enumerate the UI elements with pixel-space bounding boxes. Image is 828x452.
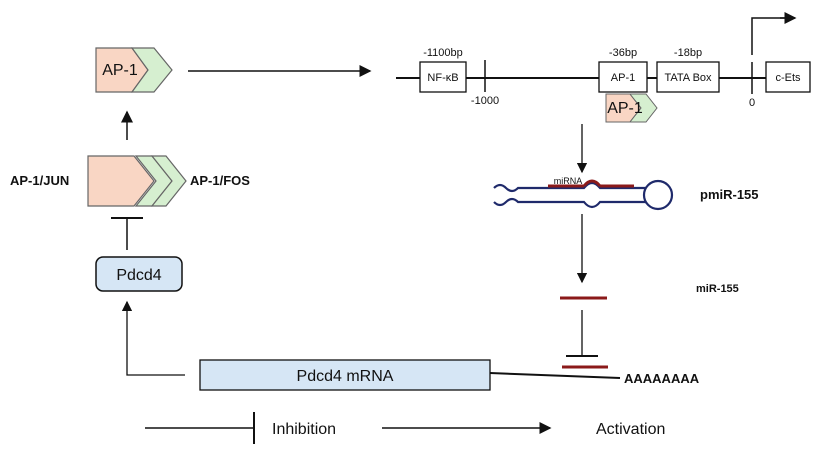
tata-box-label: TATA Box — [664, 72, 712, 84]
ap1-site-box-label: AP-1 — [611, 72, 635, 84]
legend-inhibition-label: Inhibition — [272, 421, 336, 438]
fos-chevron-shape-2 — [150, 155, 187, 207]
mir-155-label: miR-155 — [696, 283, 739, 295]
hairpin-upper-strand — [493, 181, 646, 193]
jun-label: AP-1/JUN — [10, 173, 69, 188]
ap1-small-chevron: AP-1 — [605, 93, 658, 123]
nfkb-box-label: NF-κB — [427, 72, 458, 84]
hairpin-mirna-bulge — [582, 179, 602, 187]
hairpin-mirna-label: miRNA — [554, 176, 583, 186]
pdcd4-mrna-box — [199, 359, 491, 391]
cets-box — [765, 61, 811, 93]
legend: Inhibition Activation — [145, 412, 665, 444]
fos-label: AP-1/FOS — [190, 173, 250, 188]
polya-tail-label: AAAAAAAA — [624, 371, 700, 386]
jun-chevron-shape — [87, 155, 155, 207]
small-green-chevron — [628, 93, 658, 123]
pdcd4-mrna-label: Pdcd4 mRNA — [297, 368, 394, 385]
hairpin-lower-strand — [493, 197, 646, 209]
nfkb-position-label: -1100bp — [423, 47, 463, 59]
transcription-start-line — [751, 17, 790, 55]
tick-zero-label: 0 — [749, 97, 755, 109]
ap1-top-label: AP-1 — [102, 62, 138, 79]
tick-1000-label: -1000 — [471, 95, 499, 107]
tata-position-label: -18bp — [674, 47, 702, 59]
ap1-top-chevron: AP-1 — [95, 47, 173, 93]
ap1-site-position-label: -36bp — [609, 47, 637, 59]
green-chevron-shape — [130, 47, 173, 93]
legend-activation-label: Activation — [596, 421, 665, 438]
ap1-small-label: AP-1 — [607, 100, 643, 117]
jun-fos-chevron — [87, 155, 187, 207]
hairpin-loop — [642, 179, 674, 211]
translation-line — [126, 306, 185, 376]
nfkb-box — [419, 61, 467, 93]
promoter-region: NF-κB -1100bp -1000 AP-1 -36bp TATA Box … — [396, 12, 811, 109]
tata-box — [656, 61, 720, 93]
cets-box-label: c-Ets — [775, 72, 801, 84]
pmir-hairpin: miRNA — [493, 176, 674, 211]
pmir-155-label: pmiR-155 — [700, 187, 759, 202]
mrna-tail-line — [489, 372, 621, 379]
pdcd4-protein-label: Pdcd4 — [116, 267, 161, 284]
pdcd4-protein-box — [95, 256, 183, 292]
ap1-site-box — [598, 61, 648, 93]
